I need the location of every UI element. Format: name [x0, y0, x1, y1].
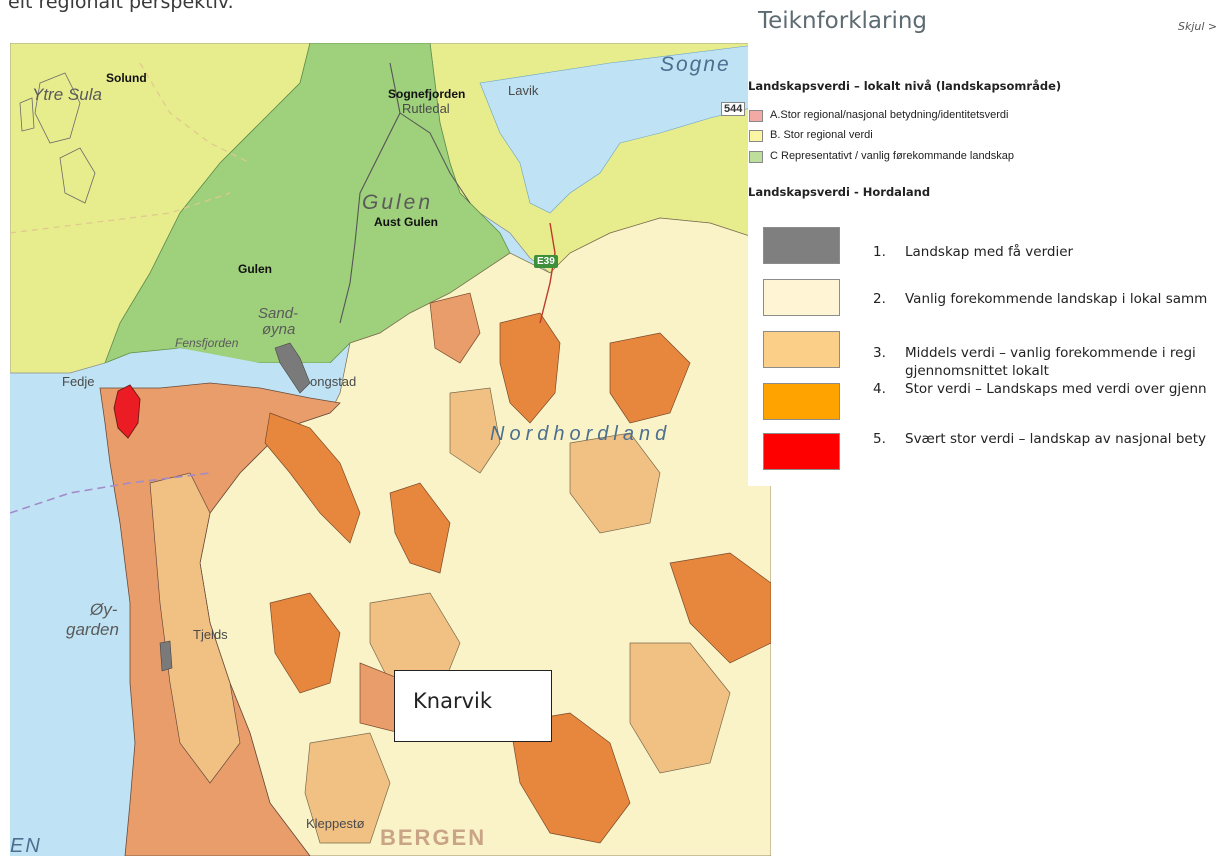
county-boundary-2: [10, 192, 231, 234]
fedje-island: [113, 384, 141, 439]
map-label-en: EN: [10, 835, 42, 856]
legend-label-c: C Representativt / vanlig førekommande l…: [770, 150, 1014, 162]
map-label-sogne: Sogne: [660, 53, 731, 76]
map-label-sand: Sand-: [258, 305, 299, 322]
county-boundary: [10, 472, 211, 514]
map-label-sognefjorden: Sognefjorden: [388, 87, 466, 101]
patch-orange-1: [499, 312, 561, 424]
legend-label-3: Middels verdi – vanlig forekommende i re…: [905, 345, 1196, 361]
legend-title: Teiknforklaring: [758, 8, 928, 34]
map-label-gulen: Gulen: [238, 262, 273, 276]
legend-label-4: Stor verdi – Landskaps med verdi over gj…: [905, 381, 1207, 397]
map-label-nordhordland: Nordhordland: [490, 423, 672, 445]
map-label-ytre-sula: Ytre Sula: [32, 85, 102, 104]
legend-label-3-line2: gjennomsnittet lokalt: [905, 363, 1049, 379]
map-canvas: [10, 43, 771, 856]
sognefjorden-water: [479, 43, 771, 214]
legend-swatch-3: [763, 331, 840, 368]
legend-swatch-c: [749, 151, 763, 163]
legend-number-3: 3.: [873, 345, 886, 361]
island-ytre-sula-3: [19, 97, 35, 132]
legend-swatch-1: [763, 227, 840, 264]
legend-number-1: 1.: [873, 244, 886, 260]
legend-label-b: B. Stor regional verdi: [770, 129, 873, 141]
hide-legend-link[interactable]: Skjul >: [1178, 20, 1218, 33]
legend-swatch-5: [763, 433, 840, 470]
map-label-gulen-region: Gulen: [362, 191, 434, 214]
fensfjorden-water: [100, 348, 350, 398]
patch-orange-6: [509, 712, 631, 844]
knarvik-callout-text: Knarvik: [413, 689, 493, 713]
road-sign-e39: E39: [534, 255, 558, 268]
road-e39-line: [539, 222, 556, 324]
patch-orange-3: [669, 552, 771, 664]
map-label-mongstad: ongstad: [310, 374, 357, 389]
map-label-oy: Øy-: [90, 600, 118, 619]
legend-swatch-b: [749, 130, 763, 142]
island-ytre-sula-1: [34, 72, 81, 144]
legend-number-2: 2.: [873, 291, 886, 307]
legend-number-5: 5.: [873, 431, 886, 447]
map-label-solund: Solund: [106, 71, 147, 85]
map-label-garden: garden: [66, 620, 119, 639]
legend-section-hordaland: Landskapsverdi - Hordaland: [748, 185, 931, 199]
map-label-kleppesto: Kleppestø: [306, 816, 365, 831]
patch-orange-5: [389, 482, 451, 574]
legend-swatch-4: [763, 383, 840, 420]
map-label-bergen: BERGEN: [380, 825, 487, 850]
landscape-value-map[interactable]: Solund Ytre Sula Sognefjorden Rutledal L…: [10, 43, 771, 856]
patch-orange-2: [609, 332, 691, 424]
knarvik-callout: Knarvik: [394, 670, 552, 742]
map-label-lavik: Lavik: [508, 83, 539, 98]
intro-text: eit regionalt perspektiv.: [8, 0, 234, 13]
map-label-fedje: Fedje: [62, 374, 95, 389]
patch-orange-7: [269, 592, 341, 694]
map-label-fensfjorden: Fensfjorden: [175, 336, 239, 350]
legend-number-4: 4.: [873, 381, 886, 397]
legend-swatch-a: [749, 110, 763, 122]
legend-label-a: A.Stor regional/nasjonal betydning/ident…: [770, 109, 1009, 121]
road-sign-544: 544: [721, 102, 746, 116]
legend-label-5: Svært stor verdi – landskap av nasjonal …: [905, 431, 1206, 447]
patch-orange-4: [264, 412, 361, 544]
grey-patch-oygarden: [159, 640, 173, 672]
gulen-border-2: [399, 112, 471, 204]
map-label-oyna: øyna: [262, 321, 296, 338]
patch-lightorange-1: [569, 432, 661, 534]
legend-label-2: Vanlig forekommende landskap i lokal sam…: [905, 291, 1208, 307]
map-label-rutledal: Rutledal: [402, 101, 450, 116]
legend-swatch-2: [763, 279, 840, 316]
grey-patch-mongstad: [274, 342, 311, 394]
map-label-aust-gulen: Aust Gulen: [374, 215, 439, 229]
patch-salmon-1: [429, 292, 481, 364]
zone-gulen: [104, 43, 511, 364]
patch-lightorange-4: [449, 387, 501, 474]
zone-oygarden-inner: [149, 472, 241, 784]
legend-panel: Teiknforklaring Skjul > Landskapsverdi –…: [748, 0, 1227, 486]
patch-lightorange-5: [304, 732, 391, 844]
legend-section-local: Landskapsverdi – lokalt nivå (landskapso…: [748, 79, 1062, 93]
patch-lightorange-3: [629, 642, 731, 774]
map-label-tjeldst: Tjelds: [193, 627, 228, 642]
legend-label-1: Landskap med få verdier: [905, 244, 1074, 260]
island-ytre-sula-2: [59, 147, 96, 204]
